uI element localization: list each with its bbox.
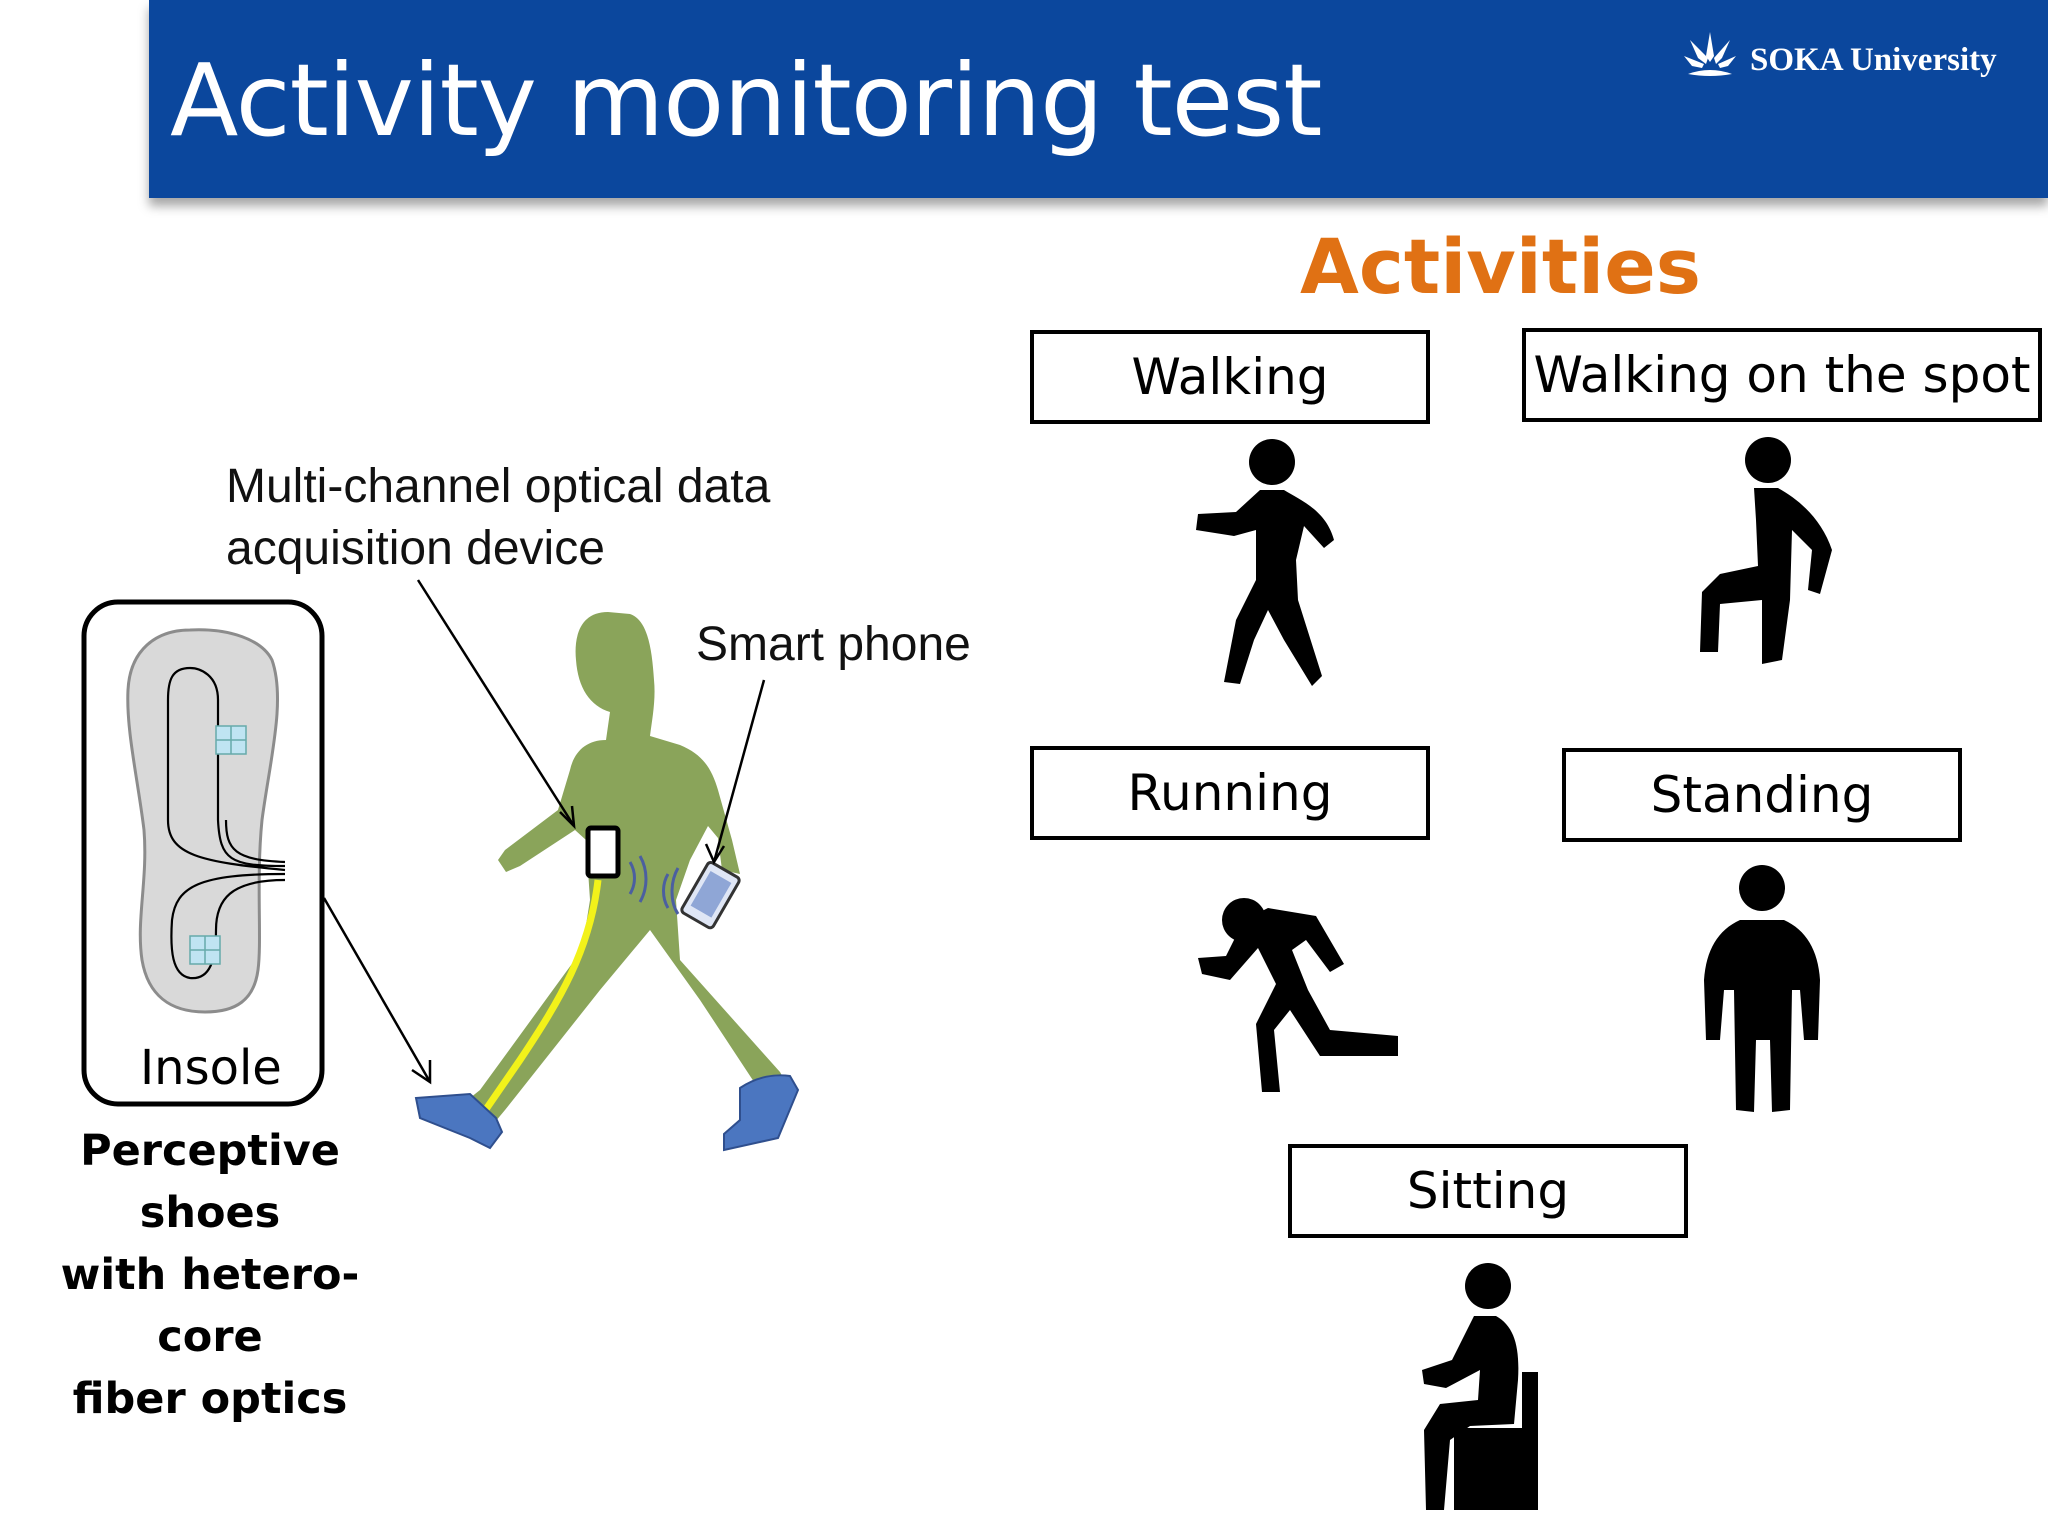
standing-person-icon <box>1704 865 1820 1112</box>
university-logo: SOKA University <box>1680 26 2020 96</box>
title-bar <box>149 0 2048 198</box>
sitting-person-icon <box>1422 1263 1538 1510</box>
insole-label: Insole <box>140 1040 282 1096</box>
acquisition-device-icon <box>585 825 621 879</box>
activity-label-running: Running <box>1030 746 1430 840</box>
activity-label-walking-on-the-spot: Walking on the spot <box>1522 328 2042 422</box>
university-name: SOKA University <box>1750 42 1997 78</box>
caption-line: with hetero-core <box>60 1250 360 1362</box>
caption-line: Perceptive shoes <box>80 1126 340 1238</box>
caption-line: fiber optics <box>72 1374 348 1424</box>
phone-label: Smart phone <box>696 618 971 671</box>
activity-label-walking: Walking <box>1030 330 1430 424</box>
marching-person-icon <box>1700 437 1832 664</box>
wearer-figure <box>460 612 790 1128</box>
wireless-signal-icon <box>628 855 680 915</box>
running-person-icon <box>1198 898 1398 1092</box>
device-label-line2: acquisition device <box>226 522 605 575</box>
activities-heading: Activities <box>1300 222 1702 311</box>
insole-pointer-arrow <box>322 897 432 1085</box>
shoes-caption: Perceptive shoes with hetero-core fiber … <box>10 1120 410 1430</box>
device-label: Multi-channel optical data acquisition d… <box>226 456 770 580</box>
insole-fiber-icon <box>166 666 286 980</box>
university-emblem-icon <box>1684 32 1736 76</box>
smartphone-icon <box>680 860 741 930</box>
sensor-icon <box>189 725 247 965</box>
shoe-icon <box>414 1074 800 1152</box>
optical-fiber-line <box>477 879 602 1120</box>
activity-label-sitting: Sitting <box>1288 1144 1688 1238</box>
device-pointer-arrow <box>416 579 576 830</box>
slide-title: Activity monitoring test <box>170 42 1322 159</box>
activity-label-standing: Standing <box>1562 748 1962 842</box>
device-label-line1: Multi-channel optical data <box>226 460 771 513</box>
walking-person-icon <box>1196 439 1334 686</box>
phone-pointer-arrow <box>704 679 766 865</box>
